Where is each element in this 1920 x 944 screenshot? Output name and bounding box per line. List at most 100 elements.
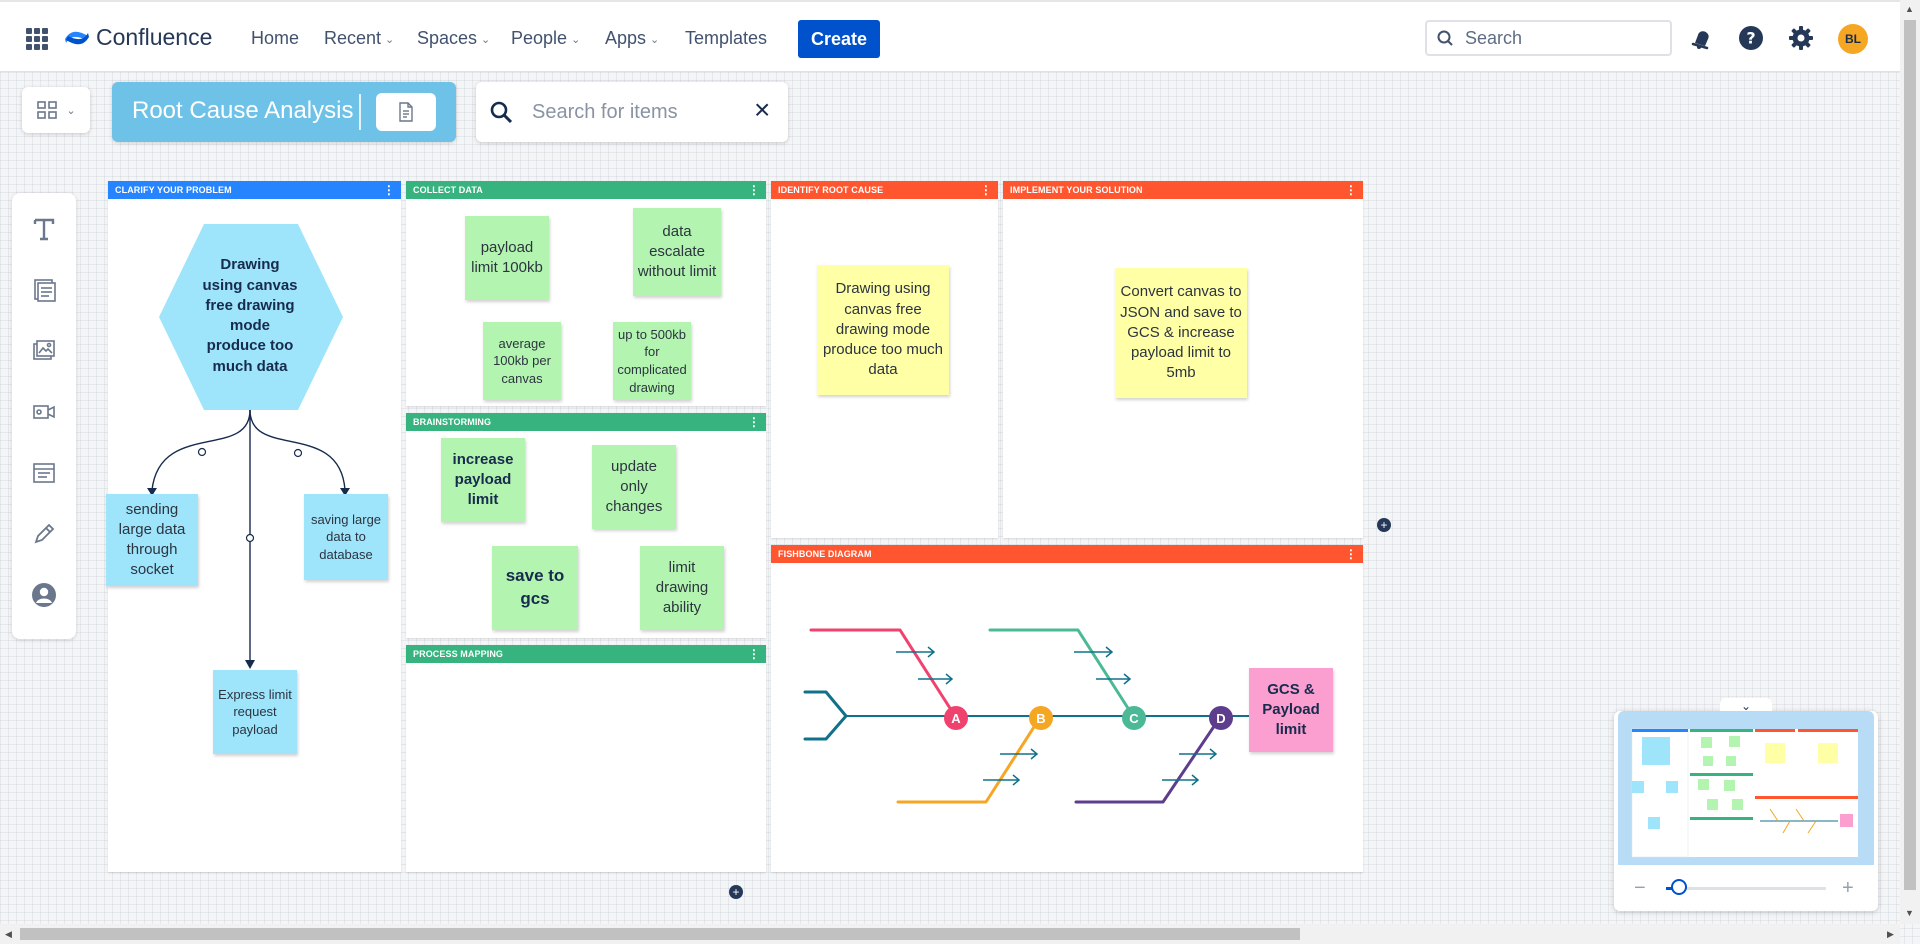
help-icon[interactable]: ? xyxy=(1737,24,1765,52)
fishbone-node-d[interactable]: D xyxy=(1209,706,1233,730)
zoom-in-button[interactable]: + xyxy=(1842,877,1854,899)
panel-header: COLLECT DATA ⋮ xyxy=(406,181,766,199)
chevron-down-icon: ⌄ xyxy=(66,104,76,117)
zoom-slider[interactable] xyxy=(1666,879,1826,895)
global-search-input[interactable] xyxy=(1463,26,1667,50)
app-name: Confluence xyxy=(96,24,213,50)
cause-note-socket[interactable]: sending large data through socket xyxy=(106,494,198,586)
sticky-note[interactable]: data escalate without limit xyxy=(633,208,721,296)
create-button[interactable]: Create xyxy=(798,20,880,58)
sticky-note[interactable]: limit drawing ability xyxy=(640,546,724,630)
scroll-down-icon[interactable]: ▼ xyxy=(1905,908,1914,918)
solution-note[interactable]: Convert canvas to JSON and save to GCS &… xyxy=(1115,268,1247,398)
panel-title: BRAINSTORMING xyxy=(413,417,492,427)
zoom-slider-thumb[interactable] xyxy=(1670,879,1687,895)
panel-header: BRAINSTORMING ⋮ xyxy=(406,413,766,431)
more-options-icon[interactable]: ⋮ xyxy=(979,183,992,197)
nav-recent[interactable]: Recent ⌄ xyxy=(324,28,394,49)
scroll-right-icon[interactable]: ▶ xyxy=(1887,929,1894,939)
nav-templates[interactable]: Templates xyxy=(685,28,767,49)
more-options-icon[interactable]: ⋮ xyxy=(747,183,760,197)
board-title[interactable]: Root Cause Analysis xyxy=(132,97,354,124)
nav-apps[interactable]: Apps ⌄ xyxy=(605,28,659,49)
nav-people[interactable]: People ⌄ xyxy=(511,28,580,49)
view-switcher-button[interactable]: ⌄ xyxy=(22,87,90,133)
panel-title: IDENTIFY ROOT CAUSE xyxy=(778,185,884,195)
panel-header: FISHBONE DIAGRAM ⋮ xyxy=(771,545,1363,563)
sticky-note[interactable]: save to gcs xyxy=(492,546,578,630)
sticky-note[interactable]: payload limit 100kb xyxy=(465,216,549,300)
minimap-preview[interactable] xyxy=(1618,711,1874,865)
grid-view-icon xyxy=(37,101,58,119)
svg-text:D: D xyxy=(1216,711,1225,726)
collapse-minimap-icon[interactable]: ⌄ xyxy=(1720,698,1772,713)
vertical-scroll-thumb[interactable] xyxy=(1904,20,1916,890)
video-icon[interactable] xyxy=(28,396,60,428)
panel-title: FISHBONE DIAGRAM xyxy=(778,549,872,559)
chevron-down-icon: ⌄ xyxy=(571,34,581,46)
sticky-note[interactable]: update only changes xyxy=(592,445,676,529)
fishbone-node-a[interactable]: A xyxy=(944,706,968,730)
fishbone-node-b[interactable]: B xyxy=(1029,706,1053,730)
global-search[interactable] xyxy=(1425,20,1672,56)
more-options-icon[interactable]: ⋮ xyxy=(747,647,760,661)
panel-title: CLARIFY YOUR PROBLEM xyxy=(115,185,232,195)
panel-header: IMPLEMENT YOUR SOLUTION ⋮ xyxy=(1003,181,1363,199)
fishbone-node-c[interactable]: C xyxy=(1122,706,1146,730)
process-mapping-panel: PROCESS MAPPING ⋮ xyxy=(406,645,766,872)
more-options-icon[interactable]: ⋮ xyxy=(747,415,760,429)
svg-text:C: C xyxy=(1129,711,1139,726)
app-switcher-icon[interactable] xyxy=(26,28,48,50)
nav-home[interactable]: Home xyxy=(251,28,299,49)
board-document-button[interactable] xyxy=(376,93,436,131)
notifications-icon[interactable] xyxy=(1688,24,1716,52)
fishbone-head-note[interactable]: GCS & Payload limit xyxy=(1249,668,1333,752)
title-divider xyxy=(359,94,361,130)
image-icon[interactable] xyxy=(28,335,60,367)
add-panel-icon[interactable]: + xyxy=(729,885,743,899)
zoom-out-button[interactable]: − xyxy=(1634,877,1646,899)
minimap-thumbnail xyxy=(1631,728,1858,858)
more-options-icon[interactable]: ⋮ xyxy=(382,183,395,197)
panel-header: IDENTIFY ROOT CAUSE ⋮ xyxy=(771,181,998,199)
board-title-bar: Root Cause Analysis xyxy=(112,82,456,142)
scroll-up-icon[interactable]: ▲ xyxy=(1905,4,1914,14)
horizontal-scroll-thumb[interactable] xyxy=(20,928,1300,940)
panel-title: PROCESS MAPPING xyxy=(413,649,504,659)
template-icon[interactable] xyxy=(28,457,60,489)
minimap[interactable]: ⌄ xyxy=(1614,698,1878,911)
sticky-note[interactable]: increase payload limit xyxy=(441,438,525,522)
item-search-input[interactable] xyxy=(530,100,734,125)
root-cause-note[interactable]: Drawing using canvas free drawing mode p… xyxy=(817,265,949,395)
scroll-left-icon[interactable]: ◀ xyxy=(5,929,12,939)
more-options-icon[interactable]: ⋮ xyxy=(1344,547,1357,561)
nav-templates-label: Templates xyxy=(685,28,768,48)
cause-note-database[interactable]: saving large data to database xyxy=(304,494,388,580)
sticky-note[interactable]: average 100kb per canvas xyxy=(483,322,561,400)
user-avatar[interactable]: BL xyxy=(1838,24,1868,54)
nav-spaces[interactable]: Spaces ⌄ xyxy=(417,28,490,49)
item-search-bar[interactable]: × xyxy=(476,82,788,142)
more-options-icon[interactable]: ⋮ xyxy=(1344,183,1357,197)
settings-gear-icon[interactable] xyxy=(1787,24,1815,52)
document-icon xyxy=(399,102,413,122)
panel-header: CLARIFY YOUR PROBLEM ⋮ xyxy=(108,181,401,199)
text-tool-icon[interactable] xyxy=(28,213,60,245)
vertical-scrollbar[interactable]: ▲ ▼ xyxy=(1900,0,1920,924)
svg-text:A: A xyxy=(951,711,961,726)
panel-title: COLLECT DATA xyxy=(413,185,483,195)
confluence-logo[interactable]: Confluence xyxy=(64,24,212,51)
search-icon xyxy=(490,101,513,124)
chevron-down-icon: ⌄ xyxy=(385,34,395,46)
sticky-note-icon[interactable] xyxy=(28,274,60,306)
svg-text:?: ? xyxy=(1746,29,1755,48)
avatar-icon[interactable] xyxy=(28,579,60,611)
pen-icon[interactable] xyxy=(28,518,60,550)
close-icon[interactable]: × xyxy=(754,94,771,125)
problem-hexagon[interactable] xyxy=(157,224,345,410)
sticky-note[interactable]: up to 500kb for complicated drawing xyxy=(613,322,691,400)
horizontal-scrollbar[interactable]: ◀ ▶ xyxy=(0,924,1900,944)
add-panel-icon[interactable]: + xyxy=(1377,518,1391,532)
cause-note-express[interactable]: Express limit request payload xyxy=(213,670,297,754)
